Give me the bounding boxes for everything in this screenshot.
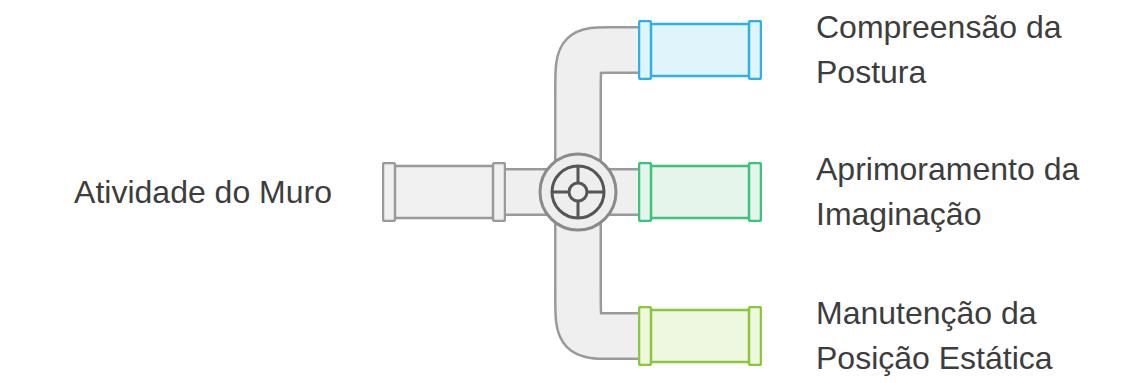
pipe-label: Compreensão da Postura [816, 5, 1138, 95]
pipe-label: Aprimoramento da Imaginação [816, 147, 1138, 237]
valve-wheel [552, 166, 604, 218]
valve-spoke [577, 201, 580, 218]
pipe-flange [749, 21, 761, 79]
valve-body [540, 154, 616, 230]
pipe-label: Atividade do Muro [74, 170, 332, 215]
pipe-segment [638, 162, 762, 222]
pipe-flange [639, 21, 651, 79]
pipe-flange [749, 307, 761, 365]
pipe-flange [493, 163, 505, 221]
valve-spoke [587, 191, 604, 194]
pipe-flange [383, 163, 395, 221]
pipe-flange [639, 307, 651, 365]
outlet-pipe: Compreensão da Postura [638, 5, 1138, 95]
source-pipe: Atividade do Muro [74, 162, 506, 222]
pipe-flange [639, 163, 651, 221]
pipe-body [642, 24, 758, 76]
pipe-label: Manutenção da Posição Estática [816, 291, 1138, 381]
valve-spoke [577, 166, 580, 183]
pipe-flange [749, 163, 761, 221]
pipe-body [642, 310, 758, 362]
pipe-segment [638, 20, 762, 80]
outlet-pipe: Manutenção da Posição Estática [638, 291, 1138, 381]
valve-spoke [552, 191, 569, 194]
pipe-body [642, 166, 758, 218]
pipe-segment [382, 162, 506, 222]
valve-hub [569, 183, 587, 201]
outlet-pipe: Aprimoramento da Imaginação [638, 147, 1138, 237]
pipe-body [386, 166, 502, 218]
pipe-segment [638, 306, 762, 366]
